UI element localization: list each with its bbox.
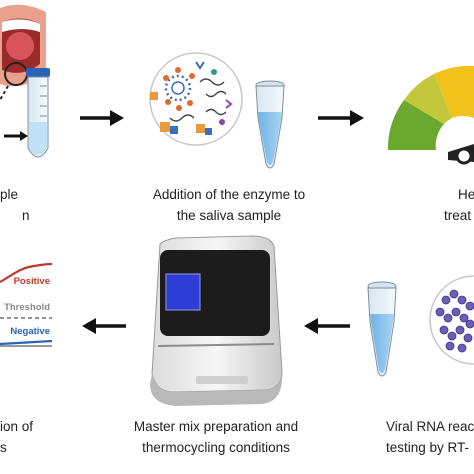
positive-label: Positive <box>14 276 50 287</box>
step-caption-master: Master mix preparation and thermocycling… <box>116 416 316 458</box>
saliva-collection-illustration <box>0 4 50 158</box>
step-caption-saliva-line2: n <box>22 208 30 223</box>
step-caption-enzyme-line1: Addition of the enzyme to <box>152 187 306 202</box>
positive-curve <box>0 262 53 283</box>
step-caption-saliva: ple n <box>0 184 30 226</box>
step-caption-result: ion of s <box>0 416 33 458</box>
step-caption-saliva-line1: ple <box>0 187 19 202</box>
step-caption-heat-line1: He <box>458 187 474 202</box>
threshold-label: Threshold <box>4 302 50 313</box>
step-caption-result-line2: s <box>0 440 7 455</box>
negative-label: Negative <box>10 326 50 337</box>
amplification-plot: Positive Threshold Negative <box>0 262 53 347</box>
step-caption-enzyme: Addition of the enzyme to the saliva sam… <box>124 184 334 226</box>
step-caption-rna: Viral RNA reac testing by RT- <box>386 416 474 458</box>
flow-arrow-5 <box>82 318 126 334</box>
flow-arrow-2 <box>318 110 364 126</box>
step-caption-rna-line1: Viral RNA reac <box>386 419 474 434</box>
flow-arrow-1 <box>80 110 124 126</box>
machine-screen <box>165 273 201 311</box>
enzyme-illustration <box>149 52 285 169</box>
step-caption-enzyme-line2: the saliva sample <box>176 208 282 223</box>
step-caption-heat-line2: treat <box>444 208 472 223</box>
step-caption-result-line1: ion of <box>0 419 34 434</box>
viral-rna-illustration <box>367 275 474 377</box>
flow-arrow-4 <box>304 318 350 334</box>
step-caption-heat: He treat <box>444 184 474 226</box>
step-caption-master-line2: thermocycling conditions <box>142 440 290 455</box>
negative-curve <box>0 339 53 346</box>
step-caption-rna-line2: testing by RT- <box>386 440 470 455</box>
thermocycler-illustration <box>150 235 283 406</box>
heat-gauge-illustration <box>387 65 474 165</box>
step-caption-master-line1: Master mix preparation and <box>133 419 299 434</box>
